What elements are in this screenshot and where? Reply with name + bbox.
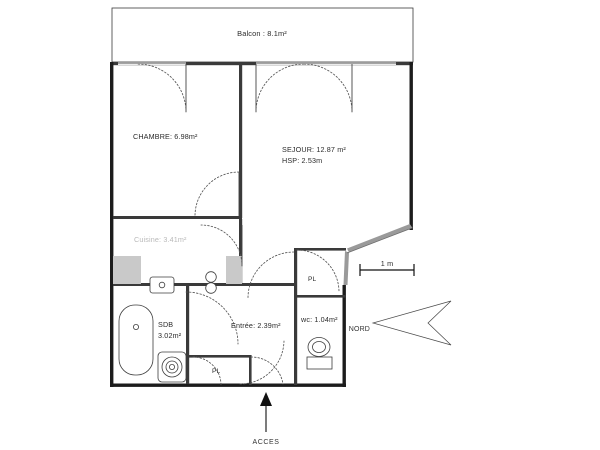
room-balcon: Balcon : 8.1m²	[111, 7, 414, 63]
sdb-area-label: 3.02m²	[158, 331, 182, 340]
door-sejour-right-swing	[303, 63, 353, 113]
wall-pl-bottom-top	[189, 355, 251, 358]
door-pl-bottom-swing	[192, 356, 222, 386]
sejour-hsp-label: HSP: 2.53m	[282, 156, 322, 165]
entree-label: Entrée: 2.39m²	[231, 321, 281, 330]
chambre-label: CHAMBRE: 6.98m²	[133, 132, 198, 141]
bathtub-icon	[118, 304, 154, 376]
access-arrow: ACCES	[252, 392, 279, 446]
wall-diagonal	[347, 224, 413, 253]
door-chambre-top-swing	[137, 63, 187, 113]
bathtub-drain-icon	[132, 323, 139, 330]
scale-bar-label: 1 m	[381, 259, 393, 268]
wall-pl-bottom-right	[249, 355, 252, 385]
sink-drain-icon	[158, 281, 166, 289]
wall-right-lower	[342, 285, 346, 387]
pl-right-label: PL	[308, 276, 317, 283]
door-sdb-swing	[185, 291, 239, 345]
door-chambre-swing	[194, 171, 240, 217]
burner-icon-1	[205, 271, 217, 283]
pl-bottom-label: PL	[212, 368, 221, 375]
wc-label: wc: 1.04m²	[300, 315, 338, 324]
wall-pl-top	[294, 248, 346, 251]
wall-entree-wc	[294, 248, 298, 385]
wall-left	[110, 62, 114, 387]
exterior-walls	[110, 62, 413, 387]
wall-pl-wc	[294, 295, 346, 298]
north-arrow-shape	[371, 300, 452, 346]
north-arrow: NORD	[349, 300, 452, 346]
wall-chambre-cuisine	[113, 216, 242, 219]
fixtures	[118, 271, 333, 383]
north-label: NORD	[349, 326, 370, 333]
wall-bottom	[110, 383, 346, 387]
door-pl-swing	[296, 249, 340, 293]
wall-sejour-entree	[242, 283, 296, 286]
door-cuisine-swing	[200, 224, 243, 267]
balcon-label: Balcon : 8.1m²	[237, 29, 287, 38]
wall-right-upper	[409, 62, 413, 230]
scale-bar: 1 m	[359, 259, 415, 276]
wall-diagonal-edge	[346, 227, 413, 254]
door-entree-swing	[250, 356, 284, 385]
doors	[137, 63, 353, 386]
counter-block	[113, 256, 141, 284]
burner-icon-2	[205, 282, 217, 294]
washer-drum-inner-icon	[168, 363, 175, 370]
access-arrow-head	[260, 392, 272, 406]
door-entree-swing2	[239, 340, 285, 385]
wall-sdb-entree	[186, 286, 190, 384]
wall-cuisine-sdb	[113, 283, 242, 286]
toilet-bowl-inner-icon	[312, 341, 326, 353]
access-label: ACCES	[252, 439, 279, 446]
cuisine-label: Cuisine: 3.41m²	[134, 235, 187, 244]
wall-diagonal-return	[343, 251, 349, 285]
sdb-label: SDB	[158, 320, 173, 329]
entree-jamb	[226, 256, 242, 284]
toilet-tank-icon	[306, 356, 333, 370]
interior-walls	[113, 62, 346, 385]
wall-chambre-sejour	[239, 62, 243, 218]
sejour-label: SEJOUR: 12.87 m²	[282, 145, 346, 154]
door-sejour-left-swing	[255, 63, 305, 113]
windows	[118, 62, 396, 65]
door-sejour-entree-swing	[247, 251, 295, 299]
wall-cuisine-entree	[239, 219, 243, 286]
